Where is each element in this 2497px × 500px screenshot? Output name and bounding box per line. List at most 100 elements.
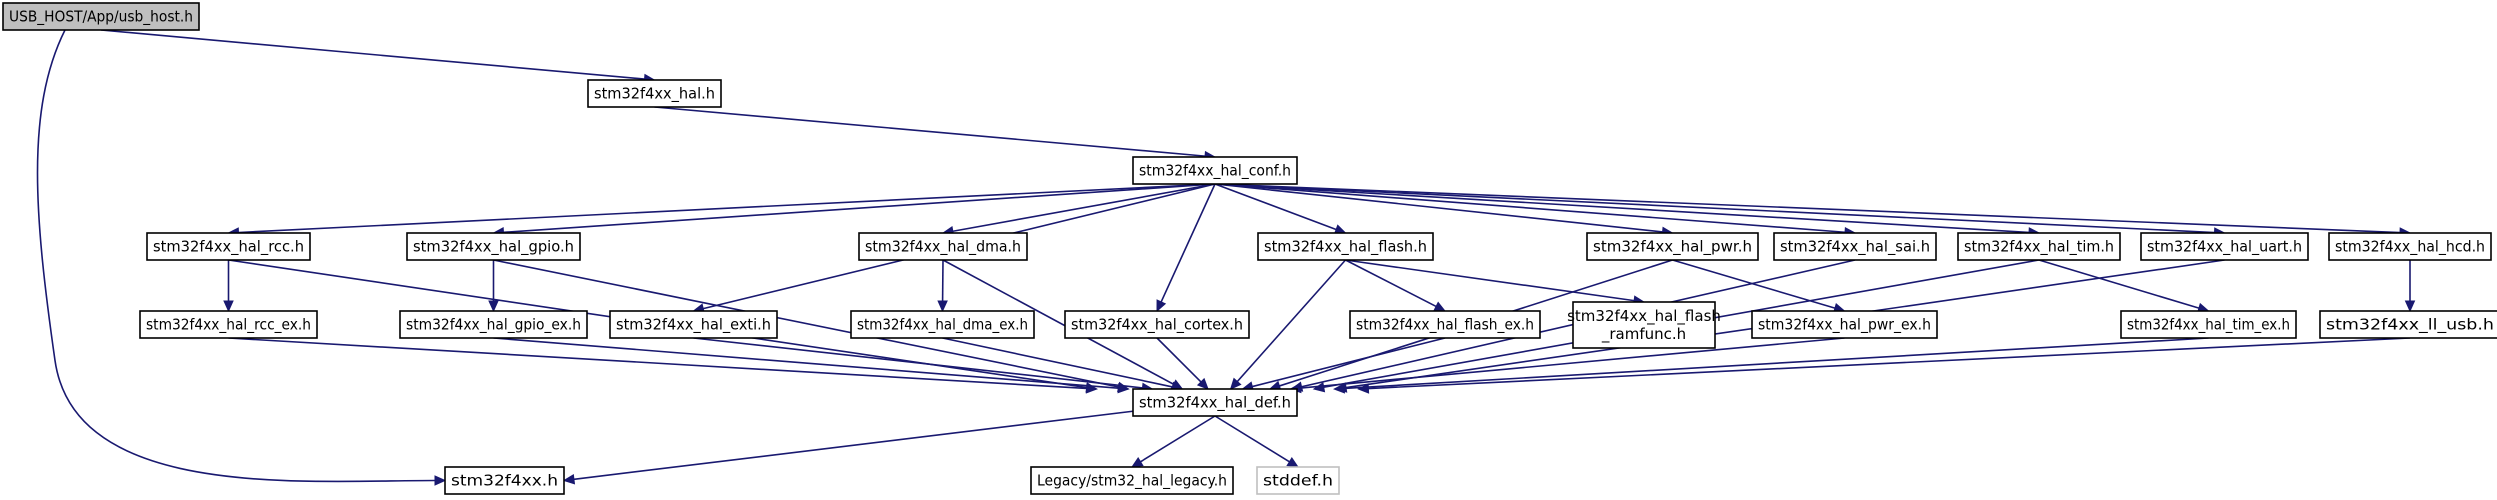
edge-hal-conf-to-hal-cortex [1156, 183, 1216, 313]
node-ll-usb[interactable]: stm32f4xx_ll_usb.h [2319, 310, 2497, 339]
edge-line [493, 259, 1119, 388]
node-box [2120, 310, 2297, 339]
edge-line [1368, 337, 2411, 390]
node-label: stm32f4xx_hal_tim_ex.h [2127, 316, 2290, 335]
edge-line [1672, 259, 1836, 309]
edge-hal-def-to-stm32f4xx [562, 409, 1144, 485]
node-hal-tim-ex[interactable]: stm32f4xx_hal_tim_ex.h [2120, 310, 2297, 339]
node-hal-tim[interactable]: stm32f4xx_hal_tim.h [1957, 232, 2121, 261]
node-box [1572, 301, 1716, 349]
edge-line [228, 337, 1087, 390]
edge-hal-def-to-legacy [1130, 415, 1216, 468]
node-box [858, 232, 1028, 261]
node-box [1132, 156, 1298, 185]
node-legacy[interactable]: Legacy/stm32_hal_legacy.h [1030, 466, 1234, 495]
edge-hal-gpio-to-hal-gpio-ex [488, 260, 499, 313]
node-hal-dma[interactable]: stm32f4xx_hal_dma.h [858, 232, 1028, 261]
edge-line [952, 183, 1216, 233]
edge-line [36, 29, 436, 483]
node-box [1586, 232, 1759, 261]
node-hal-def[interactable]: stm32f4xx_hal_def.h [1132, 388, 1298, 417]
node-hal-flash-ex[interactable]: stm32f4xx_hal_flash_ex.h [1349, 310, 1541, 339]
arrow-head-icon [1196, 377, 1209, 390]
edge-line [573, 409, 1144, 481]
node-label: stm32f4xx_hal_dma_ex.h [857, 316, 1028, 335]
node-label: stm32f4xx_hal_tim.h [1964, 238, 2114, 257]
edge-ll-usb-to-hal-def [1357, 337, 2411, 394]
node-label: stm32f4xx_hal_uart.h [2147, 238, 2302, 257]
arrow-head-icon [1286, 457, 1300, 468]
arrow-head-icon [1333, 383, 1346, 394]
edges-layer [36, 29, 2416, 486]
edge-hal-rcc-ex-to-hal-def [228, 337, 1098, 394]
edge-hal-dma-to-hal-dma-ex [937, 259, 948, 313]
node-usb-host[interactable]: USB_HOST/App/usb_host.h [2, 2, 200, 31]
edge-usb-host-to-stm32f4xx [36, 29, 447, 486]
arrow-head-icon [1156, 299, 1167, 313]
node-hal-gpio[interactable]: stm32f4xx_hal_gpio.h [406, 232, 581, 261]
node-label: stm32f4xx_hal_flash.h [1264, 238, 1427, 257]
arrow-head-icon [1117, 382, 1130, 394]
node-hal-exti[interactable]: stm32f4xx_hal_exti.h [609, 310, 778, 339]
node-hal-cortex[interactable]: stm32f4xx_hal_cortex.h [1064, 310, 1250, 339]
edge-hal-pwr-ex-to-hal-def [1289, 337, 1845, 394]
node-hal-gpio-ex[interactable]: stm32f4xx_hal_gpio_ex.h [399, 310, 588, 339]
node-hal-uart[interactable]: stm32f4xx_hal_uart.h [2140, 232, 2309, 261]
node-box [587, 79, 722, 108]
node-hal-pwr-ex[interactable]: stm32f4xx_hal_pwr_ex.h [1751, 310, 1938, 339]
edge-hal-flash-to-hal-def [1229, 259, 1347, 390]
node-box [1773, 232, 1937, 261]
node-label: stm32f4xx_hal_sai.h [1780, 238, 1930, 257]
arrow-head-icon [1229, 377, 1242, 390]
edge-line [1214, 183, 1663, 233]
node-label: stddef.h [1263, 472, 1333, 490]
arrow-head-icon [937, 300, 948, 313]
edge-hal-tim-ex-to-hal-def [1333, 337, 2209, 394]
node-hal-pwr[interactable]: stm32f4xx_hal_pwr.h [1586, 232, 1759, 261]
node-box [146, 232, 311, 261]
node-box [406, 232, 581, 261]
arrow-head-icon [223, 300, 234, 313]
node-hal-hcd[interactable]: stm32f4xx_hal_hcd.h [2328, 232, 2492, 261]
node-box [1751, 310, 1938, 339]
edge-line [100, 29, 645, 80]
edge-line [493, 337, 1119, 389]
node-label: stm32f4xx_hal_gpio_ex.h [406, 316, 581, 335]
edge-line [1156, 337, 1202, 383]
arrow-head-icon [1130, 457, 1144, 468]
node-hal[interactable]: stm32f4xx_hal.h [587, 79, 722, 108]
node-hal-flash-ramfunc[interactable]: stm32f4xx_hal_flash_ramfunc.h [1567, 301, 1721, 349]
edge-line [1345, 259, 1635, 302]
node-hal-flash[interactable]: stm32f4xx_hal_flash.h [1257, 232, 1434, 261]
edge-line [2038, 259, 2200, 309]
node-box [1064, 310, 1250, 339]
node-box [850, 310, 1035, 339]
edge-hal-conf-to-hal-flash [1214, 183, 1347, 235]
edge-hal-tim-to-hal-tim-ex [2038, 259, 2210, 314]
node-label: stm32f4xx_hal.h [594, 85, 715, 104]
edge-line [1344, 337, 2209, 390]
node-box [2328, 232, 2492, 261]
arrow-head-icon [562, 473, 576, 485]
node-label: stm32f4xx_hal_pwr.h [1593, 238, 1752, 257]
edge-line [1214, 415, 1290, 463]
node-label: stm32f4xx_hal_cortex.h [1071, 316, 1243, 335]
edge-line [503, 183, 1216, 234]
node-hal-conf[interactable]: stm32f4xx_hal_conf.h [1132, 156, 1298, 185]
edge-hal-def-to-stddef [1214, 415, 1300, 468]
node-label: stm32f4xx_hal_conf.h [1139, 162, 1291, 181]
edge-line [1236, 259, 1347, 383]
node-box [1256, 466, 1340, 495]
node-hal-rcc-ex[interactable]: stm32f4xx_hal_rcc_ex.h [139, 310, 318, 339]
edge-line [942, 337, 1173, 388]
edge-line [1345, 259, 1437, 308]
node-label: stm32f4xx_hal_exti.h [616, 316, 771, 335]
node-box [1257, 232, 1434, 261]
node-hal-rcc[interactable]: stm32f4xx_hal_rcc.h [146, 232, 311, 261]
node-stddef[interactable]: stddef.h [1256, 466, 1340, 495]
node-stm32f4xx[interactable]: stm32f4xx.h [444, 466, 565, 495]
node-hal-dma-ex[interactable]: stm32f4xx_hal_dma_ex.h [850, 310, 1035, 339]
node-hal-sai[interactable]: stm32f4xx_hal_sai.h [1773, 232, 1937, 261]
node-box [444, 466, 565, 495]
